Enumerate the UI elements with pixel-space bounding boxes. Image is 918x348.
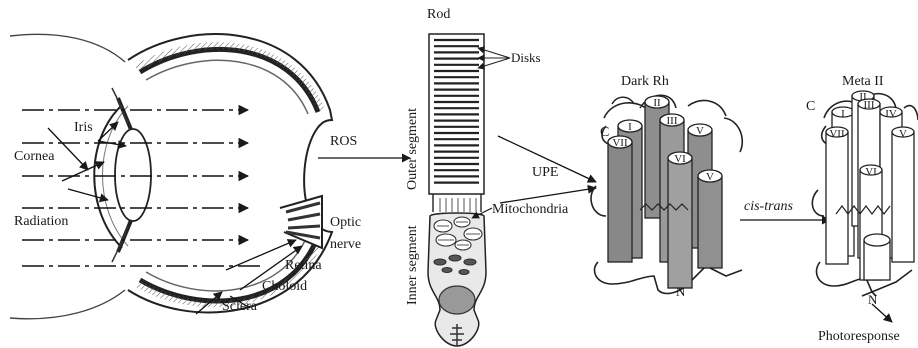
- dark-rh-c-terminus: C: [600, 125, 609, 140]
- eye-illustration: Iris Cornea Radiation Optic nerve Retina…: [10, 34, 361, 319]
- optic-nerve-label-line1: Optic: [330, 215, 361, 230]
- rod-cell: Rod Disks: [405, 7, 596, 346]
- ros-label: ROS: [330, 134, 357, 149]
- meta-ii-helix-label: VII: [829, 128, 845, 140]
- dark-rh-helix-label: VI: [674, 153, 686, 165]
- nucleus-shape: [439, 286, 475, 314]
- meta-ii-rhodopsin: Meta II I II III IV VII VI: [806, 74, 918, 344]
- dark-rh-title: Dark Rh: [621, 74, 669, 89]
- cis-trans-connector: cis-trans: [740, 199, 830, 220]
- meta-ii-helix-label: I: [841, 108, 845, 120]
- dark-rhodopsin: Dark Rh I II III V VII: [591, 74, 742, 299]
- dark-rh-helix-label: VII: [612, 137, 628, 149]
- radiation-label: Radiation: [14, 214, 68, 229]
- sclera-label: Sclera: [222, 299, 258, 314]
- choloid-label: Choloid: [262, 279, 307, 294]
- dark-rh-helix-label: V: [696, 125, 704, 137]
- cornea-label: Cornea: [14, 149, 55, 164]
- meta-ii-helix-label: III: [864, 99, 875, 111]
- meta-ii-helices: [826, 91, 914, 280]
- meta-ii-helix-label: V: [899, 128, 907, 140]
- meta-ii-helix-label: VI: [865, 166, 877, 178]
- cis-trans-label: cis-trans: [744, 199, 794, 214]
- mitochondria-label: Mitochondria: [492, 202, 569, 217]
- photoresponse-label: Photoresponse: [818, 329, 900, 344]
- upe-label: UPE: [532, 165, 558, 180]
- dark-rh-helices: [608, 96, 722, 288]
- dark-rh-n-terminus: N: [676, 284, 686, 299]
- dark-rh-helix-label: III: [667, 115, 678, 127]
- meta-ii-title: Meta II: [842, 74, 884, 89]
- dark-rh-helix-label: V: [706, 171, 714, 183]
- dark-rh-helix-label: I: [628, 121, 632, 133]
- outer-segment-label: Outer segment: [405, 108, 420, 190]
- disks-label: Disks: [511, 50, 541, 65]
- meta-ii-helix-label: IV: [885, 108, 897, 120]
- meta-ii-c-terminus: C: [806, 99, 815, 114]
- ros-connector: ROS: [318, 134, 410, 158]
- inner-segment-label: Inner segment: [405, 225, 420, 305]
- iris-label: Iris: [74, 120, 93, 135]
- optic-nerve-shape: [280, 196, 322, 248]
- dark-rh-helix-label: II: [653, 97, 661, 109]
- rod-title: Rod: [427, 7, 450, 22]
- optic-nerve-label-line2: nerve: [330, 237, 361, 252]
- retina-label: Retina: [285, 258, 322, 273]
